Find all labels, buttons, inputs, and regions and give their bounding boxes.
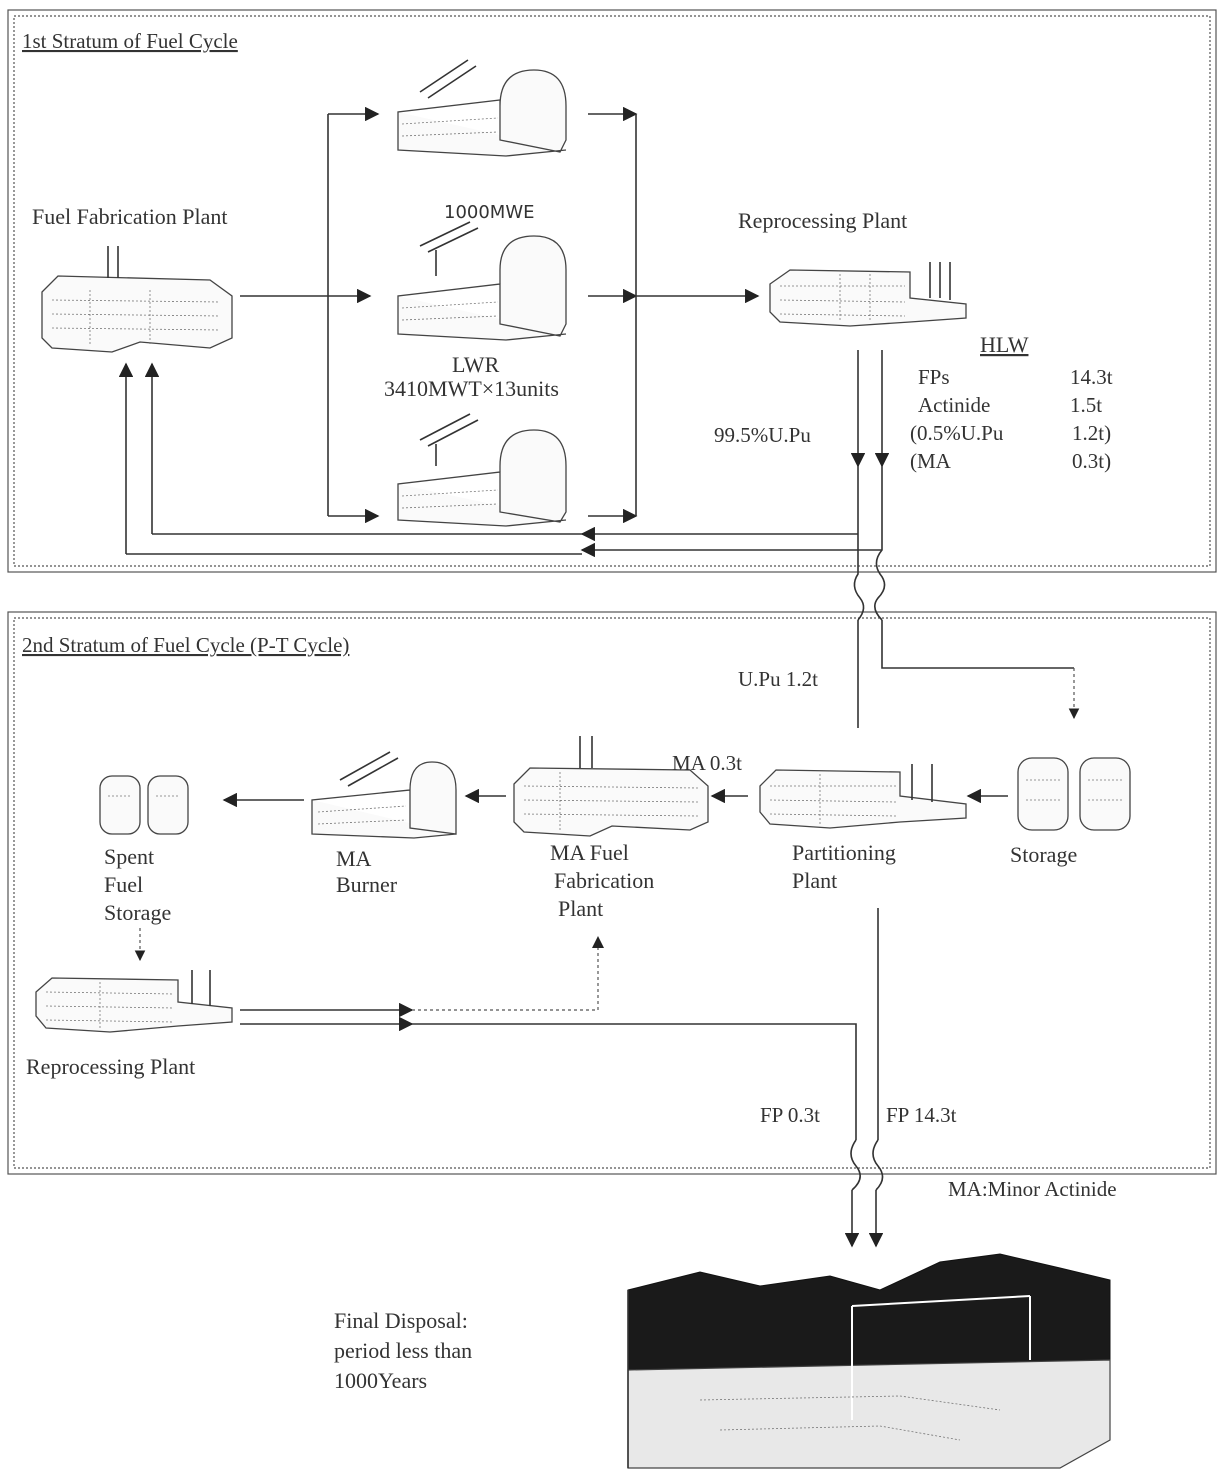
reprocessing-plant-2-label: Reprocessing Plant <box>26 1054 195 1079</box>
ma-definition-legend: MA:Minor Actinide <box>948 1177 1117 1201</box>
storage-icon <box>1018 758 1130 830</box>
hlw-row-value: 0.3t) <box>1072 449 1111 473</box>
reprocessing-plant-label: Reprocessing Plant <box>738 208 907 233</box>
lwr-units-label: 3410MWT×13units <box>384 376 559 401</box>
hlw-row-name: (0.5%U.Pu <box>910 421 1004 445</box>
ma-burner-label-line: MA <box>336 846 372 871</box>
spent-fuel-storage-label-line: Spent <box>104 844 154 869</box>
hlw-row-value: 1.5t <box>1070 393 1102 417</box>
ma-fuel-fabrication-label-line: Plant <box>558 896 603 921</box>
reprocessing-plant-icon <box>770 262 966 326</box>
spent-fuel-storage-label-line: Fuel <box>104 872 143 897</box>
hlw-row-name: FPs <box>918 365 950 389</box>
final-disposal-site-icon <box>628 1254 1110 1468</box>
stratum-2-frame <box>8 612 1216 1174</box>
stratum-1-title: 1st Stratum of Fuel Cycle <box>22 29 238 53</box>
stratum-1-flow-lines <box>126 114 885 620</box>
fuel-fabrication-plant-icon <box>42 246 232 352</box>
partitioning-plant-label-line: Plant <box>792 868 837 893</box>
hlw-row-value: 1.2t) <box>1072 421 1111 445</box>
upu-flow-label: U.Pu 1.2t <box>738 667 818 691</box>
upu-recovery-label: 99.5%U.Pu <box>714 423 811 447</box>
ma-fuel-fabrication-label-line: MA Fuel <box>550 840 629 865</box>
partitioning-plant-label-line: Partitioning <box>792 840 896 865</box>
hlw-row-name: Actinide <box>918 393 990 417</box>
hlw-row-name: (MA <box>910 449 952 473</box>
partitioning-plant-icon <box>760 764 966 828</box>
hlw-row-value: 14.3t <box>1070 365 1113 389</box>
lwr-reactor-bottom-icon <box>398 414 566 526</box>
final-disposal-label-line: 1000Years <box>334 1368 427 1393</box>
spent-fuel-storage-icon <box>100 776 188 834</box>
spent-fuel-storage-label-line: Storage <box>104 900 171 925</box>
fuel-fabrication-plant-label: Fuel Fabrication Plant <box>32 204 228 229</box>
stratum-2-flow-lines <box>140 620 1074 1246</box>
final-disposal-label-line: period less than <box>334 1338 472 1363</box>
fp-small-label: FP 0.3t <box>760 1103 820 1127</box>
reactor-rating-label: 1000MWE <box>444 202 535 223</box>
ma-fuel-fabrication-label-line: Fabrication <box>554 868 654 893</box>
stratum-2-title: 2nd Stratum of Fuel Cycle (P-T Cycle) <box>22 633 349 657</box>
final-disposal-label-line: Final Disposal: <box>334 1308 468 1333</box>
reprocessing-plant-2-icon <box>36 970 232 1032</box>
lwr-label: LWR <box>452 352 500 377</box>
ma-burner-label-line: Burner <box>336 872 398 897</box>
lwr-reactor-top-icon <box>398 60 566 156</box>
ma-flow-label: MA 0.3t <box>672 751 742 775</box>
storage-label: Storage <box>1010 842 1077 867</box>
hlw-table: FPs 14.3t Actinide 1.5t (0.5%U.Pu 1.2t) … <box>910 365 1113 473</box>
ma-burner-icon <box>312 752 456 838</box>
hlw-title: HLW <box>980 332 1029 357</box>
lwr-reactor-middle-icon <box>398 222 566 340</box>
fp-large-label: FP 14.3t <box>886 1103 957 1127</box>
